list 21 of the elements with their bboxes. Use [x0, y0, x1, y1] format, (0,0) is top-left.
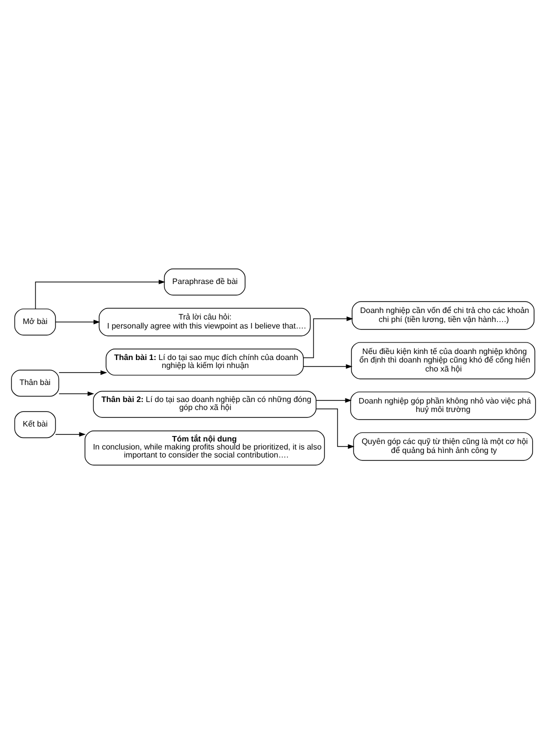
node-box: Thân bài 1: Lí do tại sao mục đích chính của doanh nghiệp là kiếm lợi nhuận	[106, 348, 304, 376]
arrow	[58, 370, 108, 375]
arrow	[316, 408, 354, 449]
node-box: Trả lời câu hỏi: I personally agree with this viewpoint as I believe that….	[98, 308, 311, 336]
node-box: Mở bài	[14, 308, 56, 336]
node-box: Doanh nghiệp cần vốn để chi trả cho các khoản chi phí (tiền lương, tiền vận hành….)	[352, 301, 534, 330]
arrow	[55, 432, 86, 437]
node-box: Quyên góp các quỹ từ thiện cũng là một cơ hội để quảng bá hình ảnh công ty	[353, 432, 533, 461]
arrow	[55, 320, 100, 324]
arrow	[316, 398, 352, 403]
arrow	[303, 316, 354, 358]
node-box: Thân bài 2: Lí do tại sao doanh nghiệp cần có những đóng góp cho xã hội	[92, 390, 316, 418]
node-box: Paraphrase đề bài	[164, 268, 246, 296]
arrow	[303, 364, 352, 369]
arrow	[35, 280, 166, 310]
node-box: Thân bài	[11, 370, 60, 397]
node-box: Kết bài	[14, 411, 56, 438]
node-box: Tóm tắt nội dung In conclusion, while making profits should be prioritized, it is also important to consider the social contribution….	[84, 430, 325, 466]
node-box: Doanh nghiệp góp phần không nhỏ vào việc phá huỷ môi trường	[350, 392, 536, 420]
arrow	[58, 391, 94, 396]
node-box: Nếu điều kiện kinh tế của doanh nghiệp không ổn định thì doanh nghiệp cũng khó để cống hiến cho xã hội	[351, 342, 536, 380]
